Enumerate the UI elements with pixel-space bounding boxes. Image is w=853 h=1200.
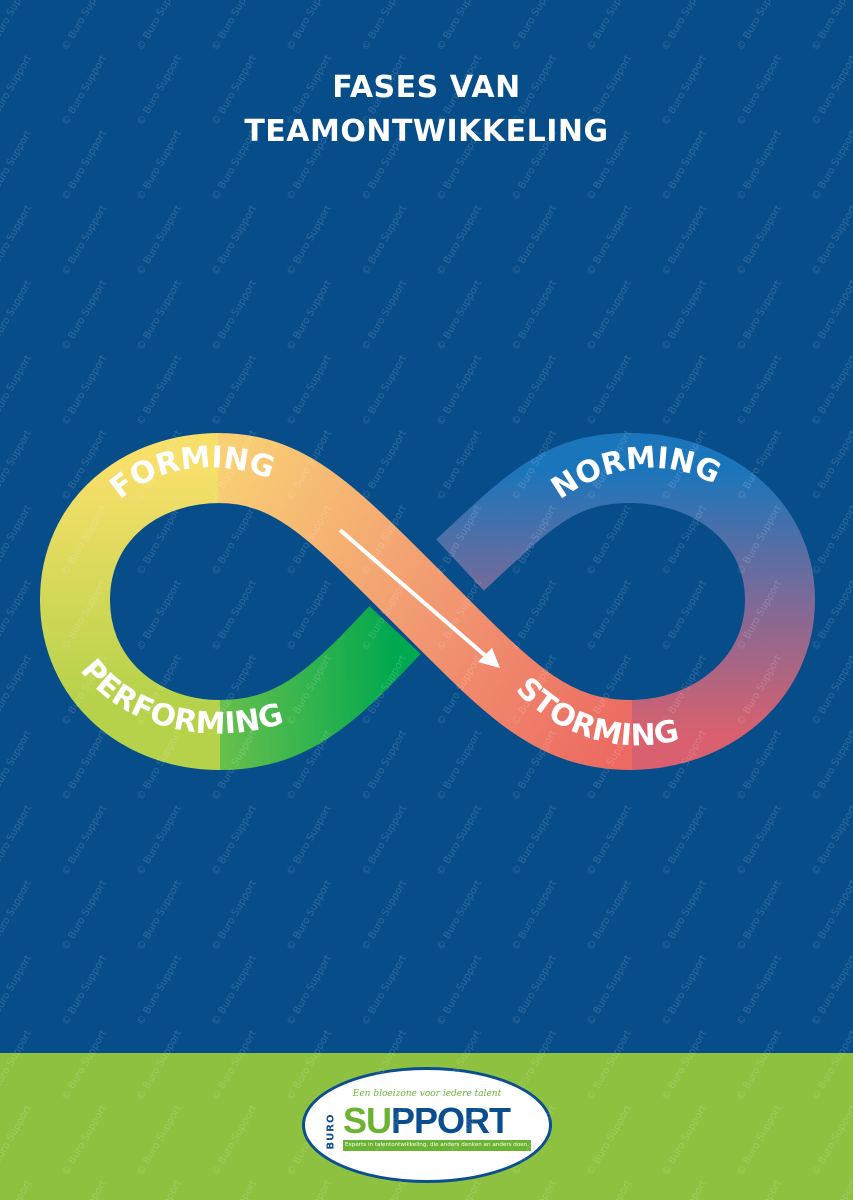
forming-segment	[39, 433, 222, 770]
title-line-2: TEAMONTWIKKELING	[244, 114, 609, 149]
logo-support: SUPPORT	[343, 1100, 511, 1141]
performing-segment	[218, 606, 421, 770]
logo-tagline: Een bloeizone voor iedere talent	[352, 1089, 502, 1099]
buro-support-logo: Een bloeizone voor iedere talent BURO SU…	[302, 1067, 552, 1183]
logo-subline: Experts in talentontwikkeling, die ander…	[343, 1140, 531, 1151]
title-line-1: FASES VAN	[332, 70, 521, 105]
infinity-diagram: FORMING NORMING PERFORMING STORMING	[39, 432, 816, 770]
page-title: FASES VAN TEAMONTWIKKELING	[0, 66, 853, 154]
norming-segment	[436, 432, 816, 770]
logo-buro: BURO	[325, 1113, 337, 1150]
direction-arrow	[338, 528, 500, 668]
